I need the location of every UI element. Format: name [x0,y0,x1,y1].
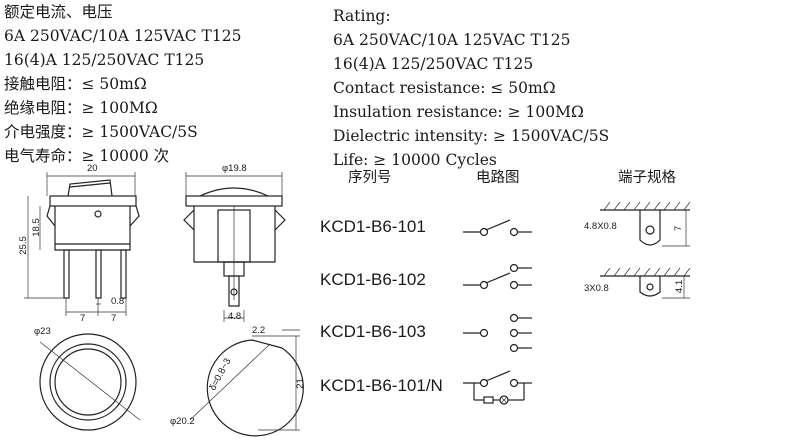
terminal-2-drawing [600,267,691,299]
spec-line: 16(4)A 125/250VAC T125 [333,55,534,73]
dim-front-dia: φ23 [34,326,51,337]
circuit-102 [463,263,532,290]
spec-line: 电气寿命：≥ 10000 次 [4,147,170,165]
terminal-2-height: 4.1 [674,279,686,294]
spec-line: 介电强度：≥ 1500VAC/5S [4,123,198,141]
spec-line: 接触电阻：≤ 50mΩ [4,75,147,93]
header-circuit: 电路图 [476,170,520,186]
spec-block-en: Rating: 6A 250VAC/10A 125VAC T125 16(4)A… [333,4,609,172]
dim-cutout-height: 21 [294,378,306,389]
header-model: 序列号 [348,170,392,186]
spec-line: 16(4)A 125/250VAC T125 [4,51,205,69]
spec-line: 额定电流、电压 [4,3,113,21]
spec-line: Insulation resistance: ≥ 100MΩ [333,103,584,121]
dim-pitch-left: 7 [80,313,86,324]
dim-height-body: 18.5 [30,218,42,237]
dim-pin-gap: 0.8 [111,296,125,307]
terminal-1-size: 4.8X0.8 [584,221,617,232]
dim-cutout-offset: 2.2 [252,325,266,336]
spec-line: 6A 250VAC/10A 125VAC T125 [4,27,242,45]
model-102: KCD1-B6-102 [320,270,426,289]
terminal-1-drawing [600,201,691,247]
round-face-drawing [39,333,141,431]
spec-block-cn: 额定电流、电压 6A 250VAC/10A 125VAC T125 16(4)A… [4,0,241,168]
circuit-101n [463,370,532,405]
dim-height-total: 25.5 [17,236,29,255]
spec-line: Dielectric intensity: ≥ 1500VAC/5S [333,127,610,145]
terminal-1-height: 7 [673,225,685,232]
header-terminal: 端子规格 [618,170,676,186]
spec-line: 6A 250VAC/10A 125VAC T125 [333,31,571,49]
spec-line: Life: ≥ 10000 Cycles [333,151,497,169]
dim-width-top: 20 [87,163,98,174]
front-view-drawing [24,172,140,316]
dim-pitch-right: 7 [111,313,117,324]
circuit-103 [463,313,532,353]
model-101n: KCD1-B6-101/N [320,376,443,395]
spec-line: Rating: [333,7,391,25]
dim-cutout-dia: φ20.2 [170,416,195,427]
terminal-2-size: 3X0.8 [584,283,609,294]
model-103: KCD1-B6-103 [320,322,426,341]
side-view-drawing [183,172,286,322]
spec-line: Contact resistance: ≤ 50mΩ [333,79,556,97]
model-101: KCD1-B6-101 [320,217,426,236]
dim-side-dia: φ19.8 [222,163,247,174]
circuit-101 [463,219,532,237]
dim-tab-width: 4.8 [228,311,242,322]
spec-line: 绝缘电阻：≥ 100MΩ [4,99,158,117]
panel-cutout-drawing [189,329,304,437]
